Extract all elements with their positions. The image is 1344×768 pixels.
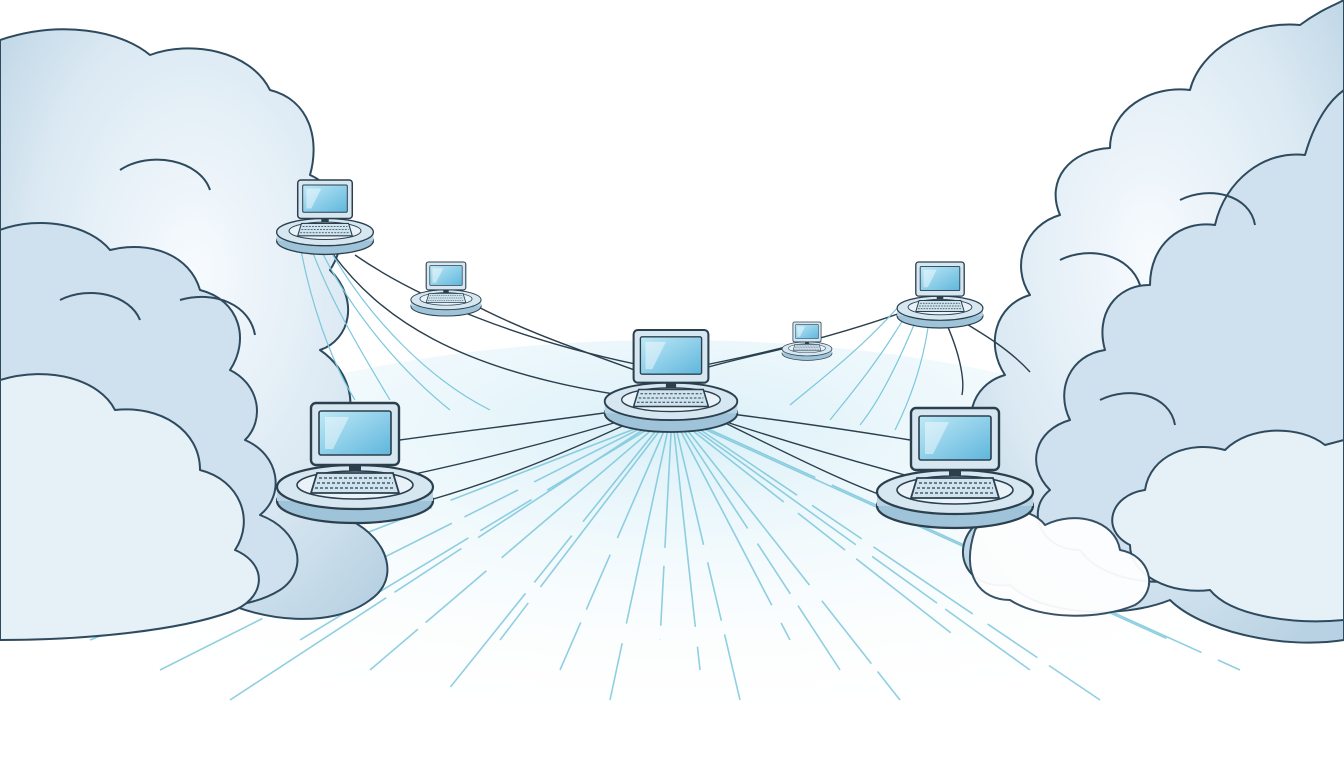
light-ray xyxy=(693,427,1031,671)
light-ray xyxy=(672,427,701,671)
computer-mid-left xyxy=(410,261,482,317)
computer-front-right xyxy=(875,406,1035,530)
light-ray xyxy=(559,427,667,671)
computer-mid-right xyxy=(781,321,833,361)
cloud-bank-left xyxy=(0,28,389,641)
light-ray xyxy=(659,427,673,641)
light-ray xyxy=(688,427,961,641)
cloud-bank-right xyxy=(954,0,1344,644)
light-ray xyxy=(681,427,841,671)
computer-front-left xyxy=(275,401,435,525)
light-ray xyxy=(499,427,663,641)
light-ray xyxy=(697,427,1101,701)
computer-hub-center xyxy=(603,328,739,433)
computer-back-right xyxy=(896,261,984,329)
light-ray-floor xyxy=(89,427,1241,701)
light-ray xyxy=(675,427,741,701)
light-ray xyxy=(369,427,655,671)
light-ray xyxy=(439,427,659,701)
light-ray xyxy=(299,427,651,641)
computer-back-left xyxy=(275,179,375,256)
light-ray xyxy=(685,427,901,701)
light-ray xyxy=(678,427,791,641)
network-link-rays xyxy=(299,244,931,431)
light-ray xyxy=(609,427,670,701)
light-ray xyxy=(159,427,642,671)
